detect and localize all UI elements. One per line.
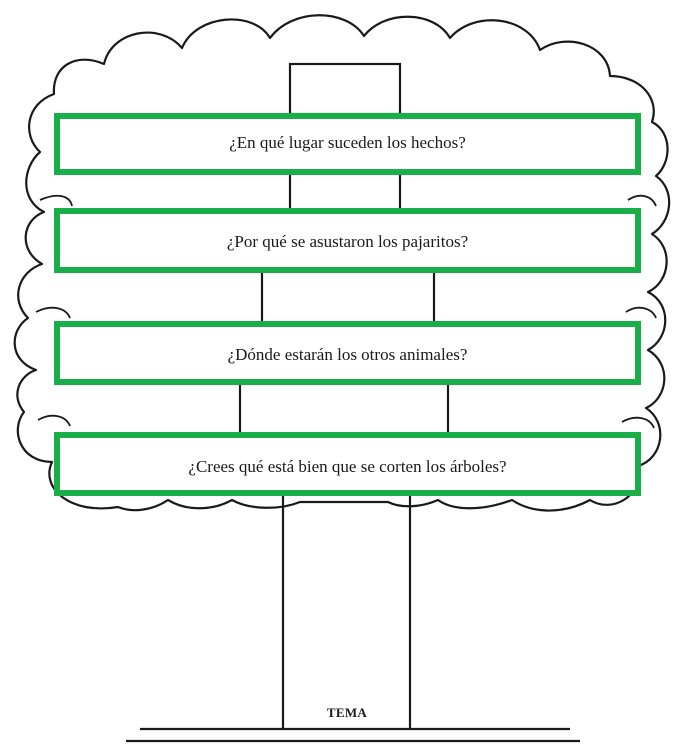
question-text: ¿Por qué se asustaron los pajaritos? bbox=[226, 232, 469, 251]
crown-lobe-line bbox=[35, 306, 71, 319]
question-text: ¿Crees qué está bien que se corten los á… bbox=[188, 457, 507, 476]
question-box-3: ¿Dónde estarán los otros animales? bbox=[54, 321, 641, 385]
crown-lobe-line bbox=[621, 416, 655, 429]
crown-lobe-line bbox=[37, 414, 71, 427]
crown-lobe-line bbox=[39, 194, 73, 207]
question-text: ¿Dónde estarán los otros animales? bbox=[227, 345, 468, 364]
question-box-2: ¿Por qué se asustaron los pajaritos? bbox=[54, 208, 641, 273]
trunk-label: TEMA bbox=[326, 705, 368, 720]
crown-lobe-line bbox=[627, 194, 657, 207]
tree-trunk-top bbox=[288, 62, 402, 116]
question-box-1: ¿En qué lugar suceden los hechos? bbox=[54, 113, 641, 175]
crown-lobe-line bbox=[625, 306, 657, 319]
question-text: ¿En qué lugar suceden los hechos? bbox=[229, 133, 466, 152]
question-box-4: ¿Crees qué está bien que se corten los á… bbox=[54, 432, 641, 496]
